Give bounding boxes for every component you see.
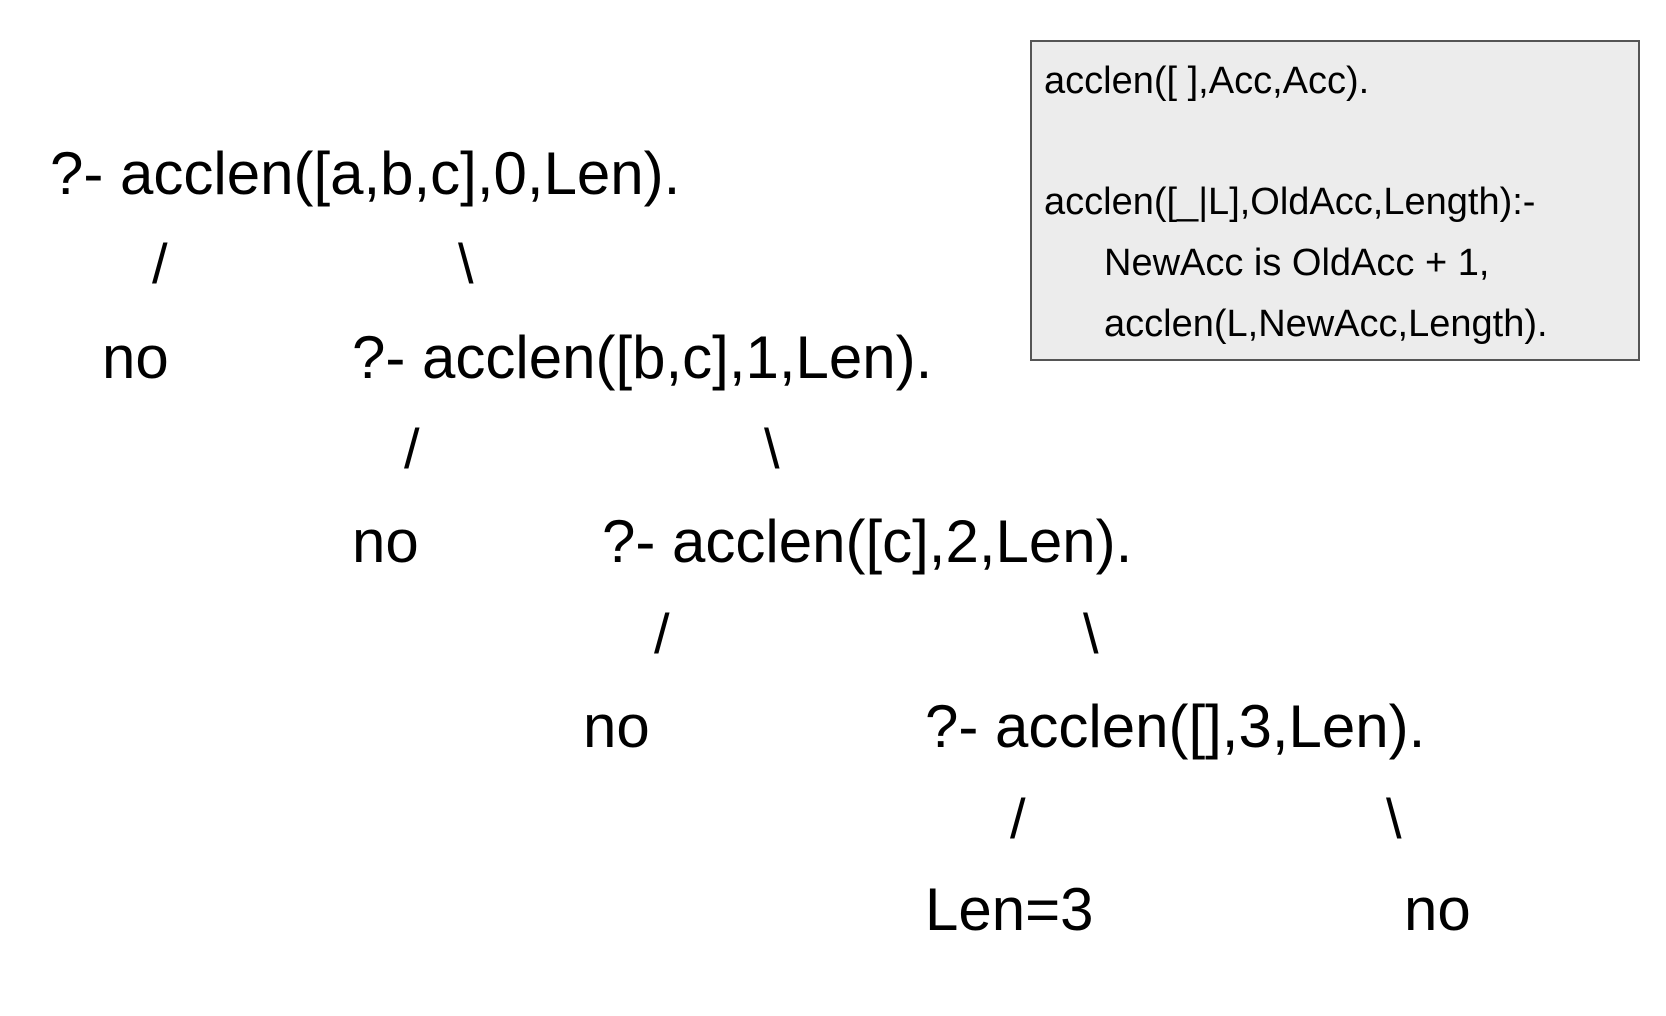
branch-right-3: \: [1386, 787, 1402, 850]
goal-level-1: ?- acclen([b,c],1,Len).: [352, 324, 933, 391]
branch-left-3: /: [1010, 787, 1026, 850]
branch-right-2: \: [1083, 602, 1099, 665]
fail-level-3: no: [583, 693, 650, 760]
code-line-2: acclen([_|L],OldAcc,Length):-: [1044, 181, 1536, 223]
goal-level-2: ?- acclen([c],2,Len).: [602, 508, 1133, 575]
branch-left-1: /: [404, 417, 420, 480]
answer-level-4: Len=3: [925, 876, 1094, 943]
branch-left-2: /: [654, 602, 670, 665]
goal-level-3: ?- acclen([],3,Len).: [925, 693, 1426, 760]
fail-level-1: no: [102, 324, 169, 391]
branch-left-0: /: [152, 232, 168, 295]
branch-right-0: \: [458, 232, 474, 295]
fail-level-2: no: [352, 508, 419, 575]
program-code-box: acclen([ ],Acc,Acc). acclen([_|L],OldAcc…: [1030, 40, 1640, 361]
code-line-4: acclen(L,NewAcc,Length).: [1104, 303, 1548, 345]
code-line-3: NewAcc is OldAcc + 1,: [1104, 242, 1490, 284]
code-line-1: acclen([ ],Acc,Acc).: [1044, 60, 1370, 102]
branch-right-1: \: [764, 417, 780, 480]
fail-level-4: no: [1404, 876, 1471, 943]
goal-level-0: ?- acclen([a,b,c],0,Len).: [50, 140, 681, 207]
